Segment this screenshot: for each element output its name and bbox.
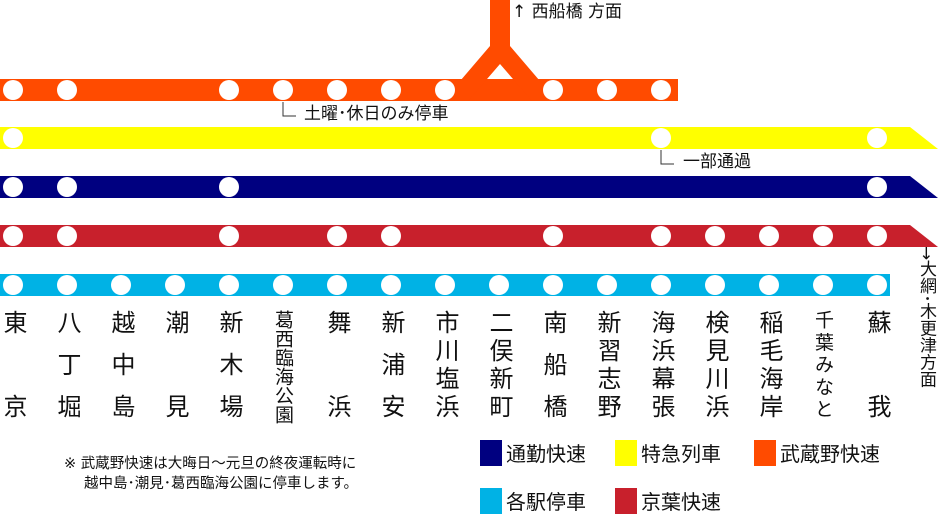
stop-marker — [705, 226, 725, 246]
station-name: 市川塩浜 — [431, 310, 459, 418]
stop-marker — [651, 226, 671, 246]
legend-keiyo-rapid: 京葉快速 — [615, 486, 721, 515]
nishifunabashi-branch — [443, 0, 557, 101]
stop-marker — [597, 80, 617, 100]
stop-marker — [381, 226, 401, 246]
legend-swatch — [480, 487, 502, 514]
station-name: 新木場 — [215, 310, 243, 418]
stop-marker — [273, 80, 293, 100]
stop-marker — [759, 226, 779, 246]
station-name: 蘇我 — [863, 310, 891, 418]
station-name: 新習志野 — [593, 310, 621, 418]
stop-marker — [381, 80, 401, 100]
station-name: 海浜幕張 — [647, 310, 675, 418]
station-name: 舞浜 — [323, 310, 351, 418]
stop-marker — [435, 80, 455, 100]
stop-marker — [219, 275, 239, 295]
station-name: 検見川浜 — [701, 310, 729, 418]
stop-marker — [867, 177, 887, 197]
stop-marker — [219, 80, 239, 100]
weekend-stop-label: 土曜･休日のみ停車 — [304, 104, 449, 124]
station-name: 八丁堀 — [53, 310, 81, 418]
stop-marker — [3, 275, 23, 295]
stop-marker — [327, 275, 347, 295]
stop-marker — [3, 128, 23, 148]
stop-marker — [327, 80, 347, 100]
stop-marker — [57, 226, 77, 246]
legend-label: 各駅停車 — [506, 490, 586, 514]
note-line-2: 越中島･潮見･葛西臨海公園に停車します。 — [84, 476, 359, 492]
stop-marker — [813, 275, 833, 295]
stop-marker — [597, 275, 617, 295]
legend-label: 武蔵野快速 — [780, 442, 880, 466]
stop-marker — [327, 226, 347, 246]
legend-label: 通勤快速 — [506, 442, 586, 466]
station-name: 新浦安 — [377, 310, 405, 418]
legend-swatch — [615, 487, 637, 514]
station-name: 千葉みなと — [812, 310, 834, 418]
stop-marker — [219, 177, 239, 197]
stop-marker — [3, 177, 23, 197]
legend-musashino-rapid: 武蔵野快速 — [754, 438, 880, 467]
stop-marker — [759, 275, 779, 295]
legend-local: 各駅停車 — [480, 486, 586, 515]
partial-pass-label: 一部通過 — [683, 152, 751, 172]
station-name: 越中島 — [107, 310, 135, 418]
line-2 — [0, 176, 938, 198]
station-name: 東京 — [0, 310, 27, 418]
stop-marker — [705, 275, 725, 295]
stop-marker — [489, 275, 509, 295]
station-name: 葛西臨海公園 — [272, 310, 294, 424]
stop-marker — [273, 275, 293, 295]
stop-marker — [3, 80, 23, 100]
oami-kisarazu-direction-label: →大網･木更津方面 — [916, 246, 936, 388]
stop-marker — [543, 275, 563, 295]
musashino-rapid-note: ※ 武蔵野快速は大晦日～元旦の終夜運転時に 越中島･潮見･葛西臨海公園に停車しま… — [64, 454, 358, 494]
station-name: 南船橋 — [539, 310, 567, 418]
station-name: 二俣新町 — [485, 310, 513, 418]
note-line-1: ※ 武蔵野快速は大晦日～元旦の終夜運転時に — [64, 456, 357, 472]
legend-limited-express: 特急列車 — [615, 438, 721, 467]
nishifunabashi-direction-label: ↑ 西船橋 方面 — [512, 2, 623, 22]
weekend-stop-pointer — [282, 102, 296, 117]
stop-marker — [543, 226, 563, 246]
stop-marker — [867, 128, 887, 148]
stop-marker — [57, 275, 77, 295]
stop-marker — [57, 80, 77, 100]
station-name: 潮見 — [161, 310, 189, 418]
legend-label: 特急列車 — [641, 442, 721, 466]
line-1 — [0, 127, 938, 149]
line-3 — [0, 225, 938, 247]
stop-marker — [651, 128, 671, 148]
stop-marker — [867, 275, 887, 295]
stop-marker — [543, 80, 563, 100]
stop-marker — [651, 80, 671, 100]
stop-marker — [435, 275, 455, 295]
stop-marker — [111, 275, 131, 295]
legend-label: 京葉快速 — [641, 490, 721, 514]
station-name: 稲毛海岸 — [755, 310, 783, 418]
stop-marker — [813, 226, 833, 246]
stop-marker — [165, 275, 185, 295]
legend-swatch — [615, 439, 637, 466]
stop-marker — [651, 275, 671, 295]
stop-marker — [381, 275, 401, 295]
stop-marker — [57, 177, 77, 197]
stop-marker — [867, 226, 887, 246]
stop-marker — [219, 226, 239, 246]
stop-marker — [3, 226, 23, 246]
legend-commuter-rapid: 通勤快速 — [480, 438, 586, 467]
legend-swatch — [754, 439, 776, 466]
partial-pass-pointer — [660, 150, 674, 165]
legend-swatch — [480, 439, 502, 466]
